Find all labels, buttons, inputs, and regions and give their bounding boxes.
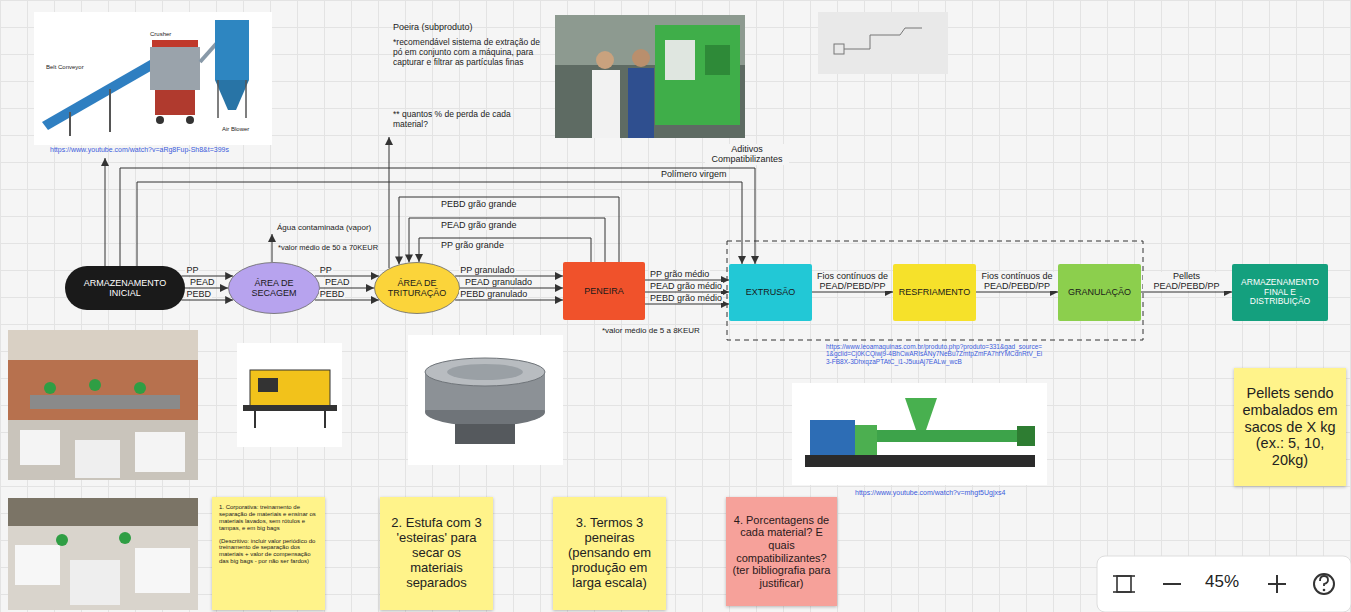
flow-arrow [315,276,379,277]
edge-label: Pellets PEAD/PEBD/PP [1143,272,1230,291]
edge-label: PP grão grande [440,241,505,250]
crusher-illustration [34,12,272,145]
edge-label: Polímero virgem [660,170,728,179]
process-ellipse: ÁREA DE TRITURAÇÃO [374,262,460,314]
flow-arrow [976,292,1058,293]
flow-arrow [181,300,233,301]
part-name: Belt Conveyor [46,64,84,71]
sticky-note: 3. Termos 3 peneiras (pensando em produç… [553,497,666,610]
flow-arrow [185,288,228,289]
node-text: ARMAZENAMENTO INICIAL [75,278,175,299]
flow-arrow [1141,292,1232,293]
dust-arrow [389,137,390,268]
node-text: ÁREA DE TRITURAÇÃO [386,278,448,299]
node-text: RESFRIAMENTO [899,287,970,297]
sticky-note: 1. Corporativa: treinamento de separação… [212,497,325,610]
edge-label: PP granulado [459,266,515,275]
dryer-image [237,343,342,447]
edge-label: PP [319,266,333,275]
cost-note: *valor médio de 50 a 70KEUR [278,244,378,253]
flow-arrow [812,292,893,293]
edge-label: PEBD granulado [459,290,528,299]
note: ** quantos % de perda de cada material? [393,110,543,130]
flow-arrow [645,304,729,305]
edge-label: Fios contínuos de PEAD/PEBD/PP [814,272,891,291]
zoom-level: 45% [1205,572,1239,592]
flow-arrow [645,292,729,293]
vapor-arrow [272,234,273,262]
edge-label: PEAD [189,278,216,287]
flow-arrow [455,276,563,277]
edge-label: PEBD [319,290,346,299]
edge-label: PEAD grão grande [440,221,518,230]
output-label: Água contaminada (vapor) [277,223,371,232]
edge-label: Fios contínuos de PEAD/PEBD/PP [978,272,1056,291]
workshop-photo [555,15,745,138]
node-text: Pellets sendo embalados em sacos de X kg… [1240,385,1340,468]
flow-arrow [460,288,563,289]
edge-label: PEBD [185,290,212,299]
sieve-image [408,335,563,465]
edge-label: PEAD granulado [464,278,533,287]
edge-label: PEBD grão médio [649,294,723,303]
node-text: 3. Termos 3 peneiras (pensando em produç… [559,516,660,591]
flow-arrow [137,182,742,266]
flow-arrow [399,197,619,264]
flow-arrow [120,168,755,266]
node-text: 2. Estufa com 3 'esteiras' para secar os… [386,516,487,591]
node-text: (Descritivo: incluir valor periódico do … [219,538,318,566]
node-text: ARMAZENAMENTO FINAL E DISTRIBUIÇÃO [1236,278,1324,307]
leader-arrow [105,158,106,266]
sticky-note: Pellets sendo embalados em sacos de X kg… [1234,368,1346,486]
sticky-note: 4. Porcentagens de cada material? E quai… [726,497,837,606]
group-outline [727,241,1143,340]
edge-label: Aditivos Compatibilizantes [705,144,789,165]
edge-label: PEAD grão médio [649,282,723,291]
process-box: PENEIRA [563,262,645,320]
edge-label: PEBD grão grande [440,200,518,209]
process-box: ARMAZENAMENTO FINAL E DISTRIBUIÇÃO [1232,264,1328,321]
process-box: EXTRUSÃO [729,264,812,321]
note: *recomendável sistema de extração de pó … [393,38,551,67]
sorting-photo [8,330,198,480]
process-ellipse: ÁREA DE SECAGEM [228,262,320,314]
node-text: EXTRUSÃO [746,287,796,297]
node-text: 4. Porcentagens de cada material? E quai… [731,514,832,590]
cost-note: *valor médio de 5 a 8KEUR [602,326,700,335]
sticky-note: 2. Estufa com 3 'esteiras' para secar os… [380,497,493,610]
flow-arrow [455,300,563,301]
node-text: PENEIRA [584,286,624,296]
link: https://www.youtube.com/watch?v=aRg8Fup-… [50,146,229,154]
edge-label: PEAD [324,278,351,287]
extruder-image [792,383,1047,485]
part-name: Air Blower [222,126,249,133]
edge-label: PP grão médio [649,270,710,279]
node-text: ÁREA DE SECAGEM [243,278,305,299]
flow-arrow [645,280,729,281]
process-box: GRANULAÇÃO [1058,264,1141,321]
storage-pill: ARMAZENAMENTO INICIAL [65,266,185,310]
flow-arrow [181,276,233,277]
edge-label: PP [185,266,199,275]
process-box: RESFRIAMENTO [893,264,976,321]
part-name: Crusher [150,31,171,38]
zoom-controls [1097,556,1351,612]
sketch-image [818,12,948,74]
node-text: 1. Corporativa: treinamento de separação… [219,504,318,532]
flow-arrow [409,218,605,262]
link: https://www.youtube.com/watch?v=mhgt5Ugj… [855,489,1005,497]
flow-arrow [419,238,591,262]
link: https://www.leoamaquinas.com.br/produto.… [826,343,1044,365]
node-text: GRANULAÇÃO [1068,287,1131,297]
note: Poeira (subproduto) [393,22,473,32]
flow-arrow [320,288,374,289]
flow-arrow [315,300,379,301]
sorting-photo [8,498,198,610]
